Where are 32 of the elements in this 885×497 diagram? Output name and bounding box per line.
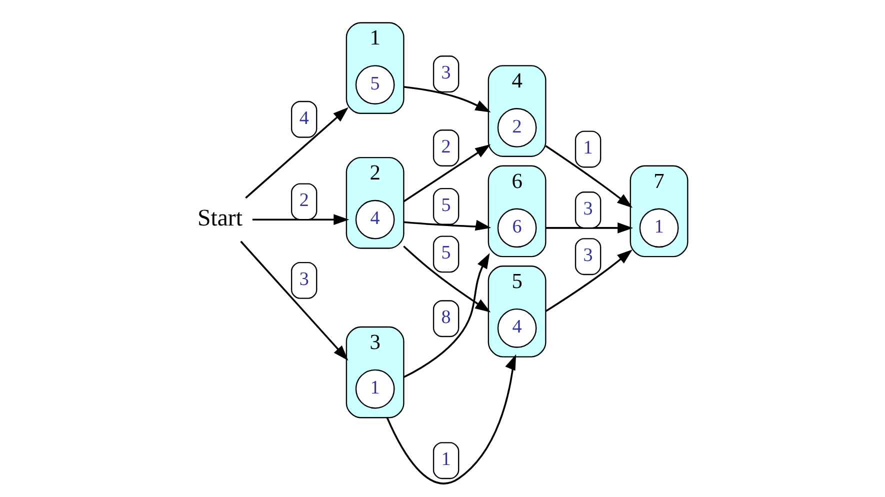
edge-label: 2	[441, 136, 451, 158]
node-circle: 4	[355, 200, 395, 240]
arrow	[404, 86, 491, 112]
arrow	[546, 222, 634, 234]
arrow	[404, 220, 492, 231]
edge-label: 4	[299, 108, 309, 129]
edge-label: 8	[441, 307, 451, 328]
edge-label: 3	[441, 62, 451, 84]
edge-label: 3	[583, 198, 593, 220]
arrow	[386, 354, 516, 484]
node-circle: 6	[497, 208, 537, 248]
arrow	[240, 240, 348, 361]
edge-label: 3	[583, 245, 593, 266]
edge-label: 2	[299, 190, 309, 212]
arrow	[245, 107, 348, 199]
node-circle: 4	[497, 308, 537, 348]
node-circle: 1	[639, 208, 679, 248]
arrow	[252, 214, 350, 226]
node-circle: 5	[355, 65, 395, 104]
arrow	[403, 253, 490, 378]
node-circle: 2	[497, 108, 537, 148]
arrow	[403, 246, 491, 312]
arrow	[545, 145, 633, 208]
edge-label: 5	[441, 195, 451, 216]
edge-label: 1	[583, 138, 593, 159]
node-circle: 1	[355, 369, 395, 409]
edge-label: 1	[441, 449, 451, 470]
arrow	[403, 144, 491, 202]
edge-label: 3	[299, 268, 309, 290]
edge-label: 5	[441, 242, 451, 264]
node-text: Start	[197, 206, 243, 232]
arrow	[545, 250, 633, 312]
